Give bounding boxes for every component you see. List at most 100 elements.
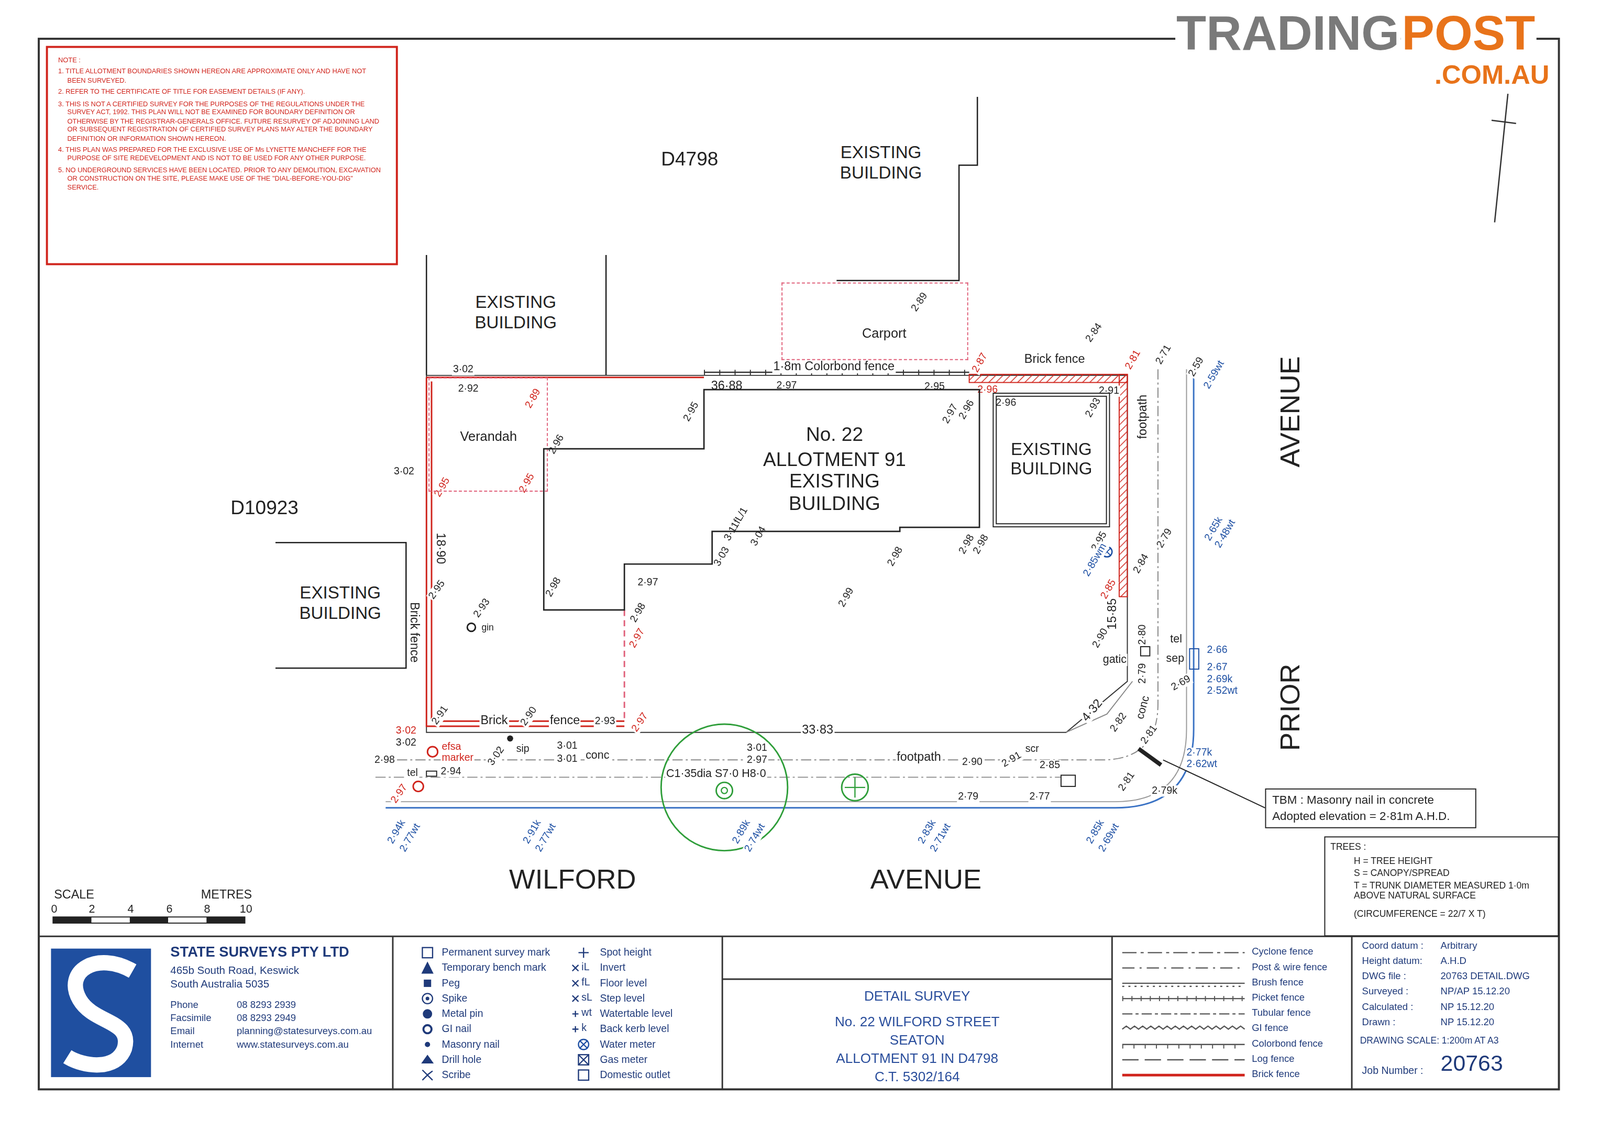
spot-height: 2·95 — [680, 399, 702, 425]
node-text: Coord datum : — [1362, 940, 1424, 952]
note-box: NOTE :1. TITLE ALLOTMENT BOUNDARIES SHOW… — [46, 46, 399, 266]
node-text: 2. REFER TO THE CERTIFICATE OF TITLE FOR… — [58, 87, 386, 97]
spot-height: 2·82 — [1107, 710, 1130, 735]
spot-height: 3·01 — [556, 754, 579, 765]
feature-label: marker — [440, 753, 476, 764]
legend-text: Spot height — [599, 946, 652, 958]
spot-height: 2·90 — [961, 756, 984, 768]
brick-fence — [1119, 374, 1128, 598]
spot-height: 2·90 — [1089, 625, 1111, 651]
scale-label: 6 — [165, 903, 174, 916]
spot-height: 2·87 — [969, 350, 990, 375]
scale-label: 10 — [238, 903, 254, 916]
telecom-pit — [1061, 775, 1076, 787]
feature-label: tel — [1168, 633, 1184, 646]
spot-height: 2·96 — [956, 397, 977, 423]
feature-label: sep — [1165, 653, 1186, 665]
node-text: SEATON — [728, 1031, 1107, 1050]
scale-bar — [52, 917, 245, 924]
building-outline-shape — [543, 389, 980, 611]
spot-height: 2·67 — [1206, 661, 1229, 673]
legend-text: Domestic outlet — [599, 1069, 670, 1081]
legend-text: Log fence — [1251, 1053, 1295, 1065]
legend-text: Brick fence — [1251, 1069, 1300, 1080]
tree-trunk — [715, 782, 733, 799]
map-label: EXISTING BUILDING — [450, 292, 581, 333]
node-text: H = TREE HEIGHT — [1353, 855, 1433, 867]
info-cell: Coord datum :ArbitraryHeight datum:A.H.D… — [1351, 936, 1559, 1090]
spot-height: 2·96 — [546, 432, 567, 457]
title-cell: DETAIL SURVEYNo. 22 WILFORD STREETSEATON… — [722, 979, 1112, 1090]
node-text: ALLOTMENT 91 EXISTING BUILDING — [747, 448, 922, 514]
node-text: NP/AP 15.12.20 — [1440, 986, 1510, 998]
legend-prefix: k — [580, 1023, 588, 1034]
map-label: AVENUE — [1276, 355, 1306, 469]
spot-height: 2·79 — [1154, 525, 1175, 551]
node-text: Job Number : — [1362, 1065, 1424, 1077]
spot-height: 3·02 — [451, 363, 475, 375]
spot-height: 3·04 — [748, 523, 769, 549]
spot-height: 2·95 — [516, 470, 538, 496]
node-text: 20763 DETAIL.DWG — [1440, 970, 1530, 982]
spot-height: 2·93 — [593, 715, 617, 727]
spot-height: 2·59 — [1185, 354, 1207, 380]
legend-text: Picket fence — [1251, 992, 1305, 1003]
feature-label: 36·88 — [710, 379, 744, 393]
feature-label: 33·83 — [800, 723, 835, 737]
feature-label: sip — [515, 743, 531, 755]
spot-height: 3·02 — [392, 466, 416, 477]
node-text: No. 22 — [747, 423, 922, 445]
telecom-marker — [413, 781, 424, 792]
legend-text: Temporary bench mark — [441, 962, 546, 974]
spike — [506, 735, 514, 743]
watermark: POST — [1400, 8, 1537, 60]
node-text: Adopted elevation = 2·81m A.H.D. — [1272, 810, 1450, 824]
trees-key: TREES :H = TREE HEIGHTS = CANOPY/SPREADT… — [1324, 836, 1560, 937]
spot-height: 2·59wt — [1201, 358, 1228, 392]
legend-text: Post & wire fence — [1251, 962, 1328, 973]
spot-height: 2·85wm — [1080, 541, 1110, 580]
node-text: (CIRCUMFERENCE = 22/7 X T) — [1353, 909, 1486, 920]
node-text: NOTE : — [58, 56, 386, 65]
node-text: Drawn : — [1362, 1017, 1396, 1029]
legend-text: GI nail — [441, 1023, 471, 1035]
legend-prefix: iL — [580, 962, 591, 973]
spot-height: 2·98 — [885, 544, 906, 569]
spot-height: 3·02 — [394, 737, 418, 748]
spot-height: 2·89 — [522, 385, 544, 411]
node-text: Arbitrary — [1440, 940, 1478, 952]
building-outline-shape — [543, 389, 980, 611]
feature-label: 15·85 — [1105, 597, 1119, 632]
sheet-frame — [38, 38, 1560, 1090]
node-text: STATE SURVEYS PTY LTD — [170, 944, 349, 962]
feature-label: 4·32 — [1078, 696, 1106, 725]
spot-height: 2·77k — [1185, 747, 1214, 759]
spot-height: 2·95 — [923, 381, 946, 393]
spot-height: 3·02 — [485, 743, 507, 769]
scale-label: SCALE — [52, 888, 96, 902]
legend-prefix: fL — [580, 977, 591, 988]
spot-height: 2·79k — [1150, 785, 1179, 797]
node-text: DWG file : — [1362, 970, 1407, 982]
telecom-pit — [1140, 646, 1151, 657]
benchmark-nail — [1138, 748, 1162, 766]
verandah-outline: Verandah — [428, 377, 548, 492]
node-text: NP 15.12.20 — [1440, 1001, 1495, 1013]
map-label: EXISTING BUILDING — [275, 583, 405, 624]
spot-height: 2·79 — [1137, 662, 1149, 686]
scale-bar — [52, 917, 245, 924]
node-text: No. 22 WILFORD STREET — [728, 1012, 1107, 1032]
legend-text: GI fence — [1251, 1023, 1289, 1034]
watermark: TRADING — [1175, 8, 1401, 60]
sewer-point — [1189, 648, 1199, 670]
title-block-grid — [38, 936, 1560, 1090]
tree-trunk — [844, 777, 866, 798]
spot-height: 3·02 — [394, 725, 418, 736]
legend-text: Brush fence — [1251, 977, 1304, 988]
spot-height: 2·98 — [627, 600, 649, 626]
node-text: Facsimile — [170, 1012, 212, 1024]
scale-label: 8 — [203, 903, 212, 916]
scale-label: 2 — [87, 903, 97, 916]
spot-height: 2·91 — [429, 703, 451, 728]
node-text: 3. THIS IS NOT A CERTIFIED SURVEY FOR TH… — [58, 99, 386, 143]
